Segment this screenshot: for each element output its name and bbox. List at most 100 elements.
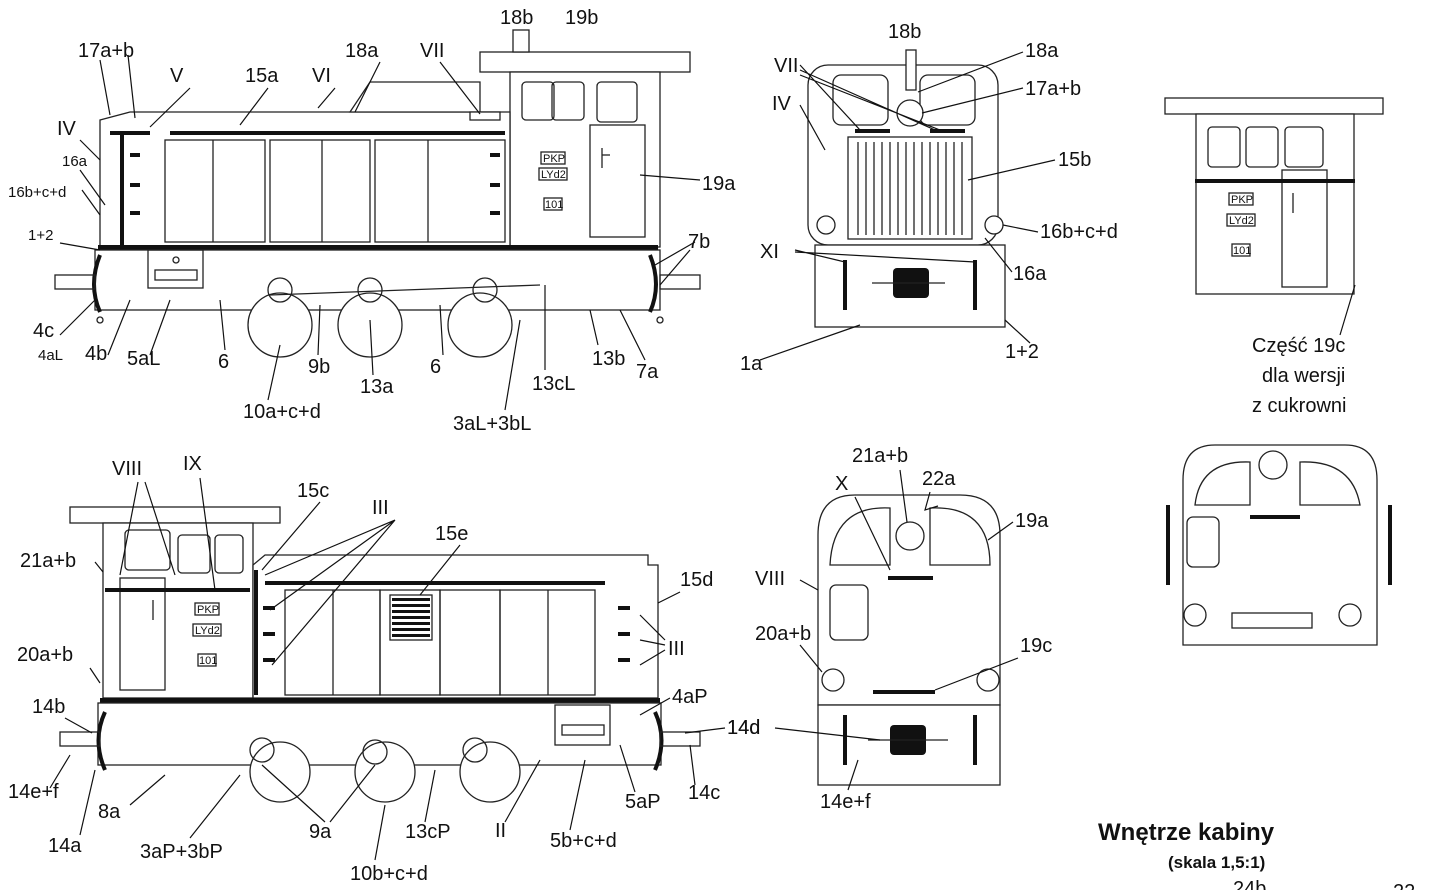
label: 20a+b bbox=[17, 644, 73, 666]
label: 9b bbox=[308, 356, 330, 378]
label: 18a bbox=[1025, 40, 1059, 62]
front-view bbox=[807, 49, 1006, 328]
interior-scale: (skala 1,5:1) bbox=[1168, 853, 1265, 872]
label: 22a bbox=[922, 468, 956, 490]
label: 21a+b bbox=[20, 550, 76, 572]
label: 13b bbox=[592, 348, 625, 370]
label: X bbox=[835, 473, 848, 495]
label: 4b bbox=[85, 343, 107, 365]
plate-lyd2: LYd2 bbox=[1229, 215, 1254, 227]
label: 6 bbox=[430, 356, 441, 378]
label: 14e+f bbox=[8, 781, 59, 803]
page-fragment: 22 bbox=[1393, 881, 1415, 890]
plate-lyd2: LYd2 bbox=[195, 625, 220, 637]
label: 1+2 bbox=[1005, 341, 1039, 363]
label: 15a bbox=[245, 65, 279, 87]
rear-view bbox=[817, 494, 1001, 786]
label: 5b+c+d bbox=[550, 830, 617, 852]
plate-number: 101 bbox=[199, 655, 217, 667]
label: 4aL bbox=[38, 347, 63, 364]
label: 5aP bbox=[625, 791, 661, 813]
label: z cukrowni bbox=[1252, 395, 1346, 417]
label: 8a bbox=[98, 801, 121, 823]
label: 19b bbox=[565, 7, 598, 29]
label: 19c bbox=[1020, 635, 1052, 657]
page-fragment: 24b bbox=[1233, 878, 1266, 890]
front-labels: 18b 18a VII IV 17a+b 15b 16b+c+d 16a XI … bbox=[740, 21, 1118, 375]
plate-lyd2: LYd2 bbox=[541, 169, 566, 181]
label: 14e+f bbox=[820, 791, 871, 813]
label: 14a bbox=[48, 835, 82, 857]
side-right-labels: VIII IX 15c III 15e 21a+b 15d III 20a+b … bbox=[8, 453, 760, 885]
plate-pkp: PKP bbox=[197, 604, 219, 616]
label: 1a bbox=[740, 353, 763, 375]
label: 14d bbox=[727, 717, 760, 739]
label: 10b+c+d bbox=[350, 863, 428, 885]
label: 18a bbox=[345, 40, 379, 62]
label: 15b bbox=[1058, 149, 1091, 171]
label: VIII bbox=[755, 568, 785, 590]
label: XI bbox=[760, 241, 779, 263]
plate-pkp: PKP bbox=[1231, 194, 1253, 206]
interior-title: Wnętrze kabiny bbox=[1098, 819, 1275, 846]
rear-labels: 21a+b 22a X 19a VIII 20a+b 19c 14d 14e+f bbox=[727, 445, 1052, 813]
label: 14c bbox=[688, 782, 720, 804]
label: 21a+b bbox=[852, 445, 908, 467]
label: III bbox=[372, 497, 389, 519]
label: 13a bbox=[360, 376, 394, 398]
label: 3aP+3bP bbox=[140, 841, 223, 863]
label: 5aL bbox=[127, 348, 160, 370]
side-view-left: PKP LYd2 101 bbox=[54, 29, 701, 358]
label: IV bbox=[57, 118, 77, 140]
label: dla wersji bbox=[1262, 365, 1345, 387]
label: VII bbox=[420, 40, 444, 62]
label: VI bbox=[312, 65, 331, 87]
label: 18b bbox=[888, 21, 921, 43]
label: 17a+b bbox=[78, 40, 134, 62]
label: 16b+c+d bbox=[1040, 221, 1118, 243]
side-left-labels: 17a+b 18b 19b V 15a VI 18a VII IV 16a 16… bbox=[8, 0, 736, 435]
label: 9a bbox=[309, 821, 332, 843]
label: 13cP bbox=[405, 821, 451, 843]
cab-rear-view: PKP LYd2 101 bbox=[1164, 97, 1384, 295]
label: 4aP bbox=[672, 686, 708, 708]
louver-15e bbox=[389, 594, 433, 641]
label: 15e bbox=[435, 523, 468, 545]
label: 19a bbox=[1015, 510, 1049, 532]
label: 6 bbox=[218, 351, 229, 373]
radiator-grille bbox=[857, 142, 963, 235]
label: 15d bbox=[680, 569, 713, 591]
label: 1+2 bbox=[28, 227, 53, 244]
label: IX bbox=[183, 453, 202, 475]
label: 3aL+3bL bbox=[453, 413, 531, 435]
label: II bbox=[495, 820, 506, 842]
label: V bbox=[170, 65, 184, 87]
label: 16b+c+d bbox=[8, 184, 66, 201]
cab-sugar-variant bbox=[1166, 444, 1392, 646]
label: 18b bbox=[500, 7, 533, 29]
label: 4c bbox=[33, 320, 54, 342]
label: VIII bbox=[112, 458, 142, 480]
label: III bbox=[668, 638, 685, 660]
label: 15c bbox=[297, 480, 329, 502]
label: IV bbox=[772, 93, 792, 115]
plate-number: 101 bbox=[545, 199, 563, 211]
label: 19a bbox=[702, 173, 736, 195]
label: 17a+b bbox=[1025, 78, 1081, 100]
cab-rear-labels: Część 19c dla wersji z cukrowni bbox=[1252, 284, 1356, 417]
label: 13cL bbox=[532, 373, 575, 395]
plate-pkp: PKP bbox=[543, 153, 565, 165]
label: 20a+b bbox=[755, 623, 811, 645]
label: 7a bbox=[636, 361, 659, 383]
label: 16a bbox=[62, 153, 88, 170]
label: 7b bbox=[688, 231, 710, 253]
label: 10a+c+d bbox=[243, 401, 321, 423]
label: VII bbox=[774, 55, 798, 77]
label: 14d bbox=[727, 717, 760, 739]
interior-caption: Wnętrze kabiny (skala 1,5:1) 24b 22 bbox=[1098, 819, 1415, 890]
label: Część 19c bbox=[1252, 335, 1345, 357]
label: 14b bbox=[32, 696, 65, 718]
plate-number: 101 bbox=[1233, 245, 1251, 257]
label: 16a bbox=[1013, 263, 1047, 285]
